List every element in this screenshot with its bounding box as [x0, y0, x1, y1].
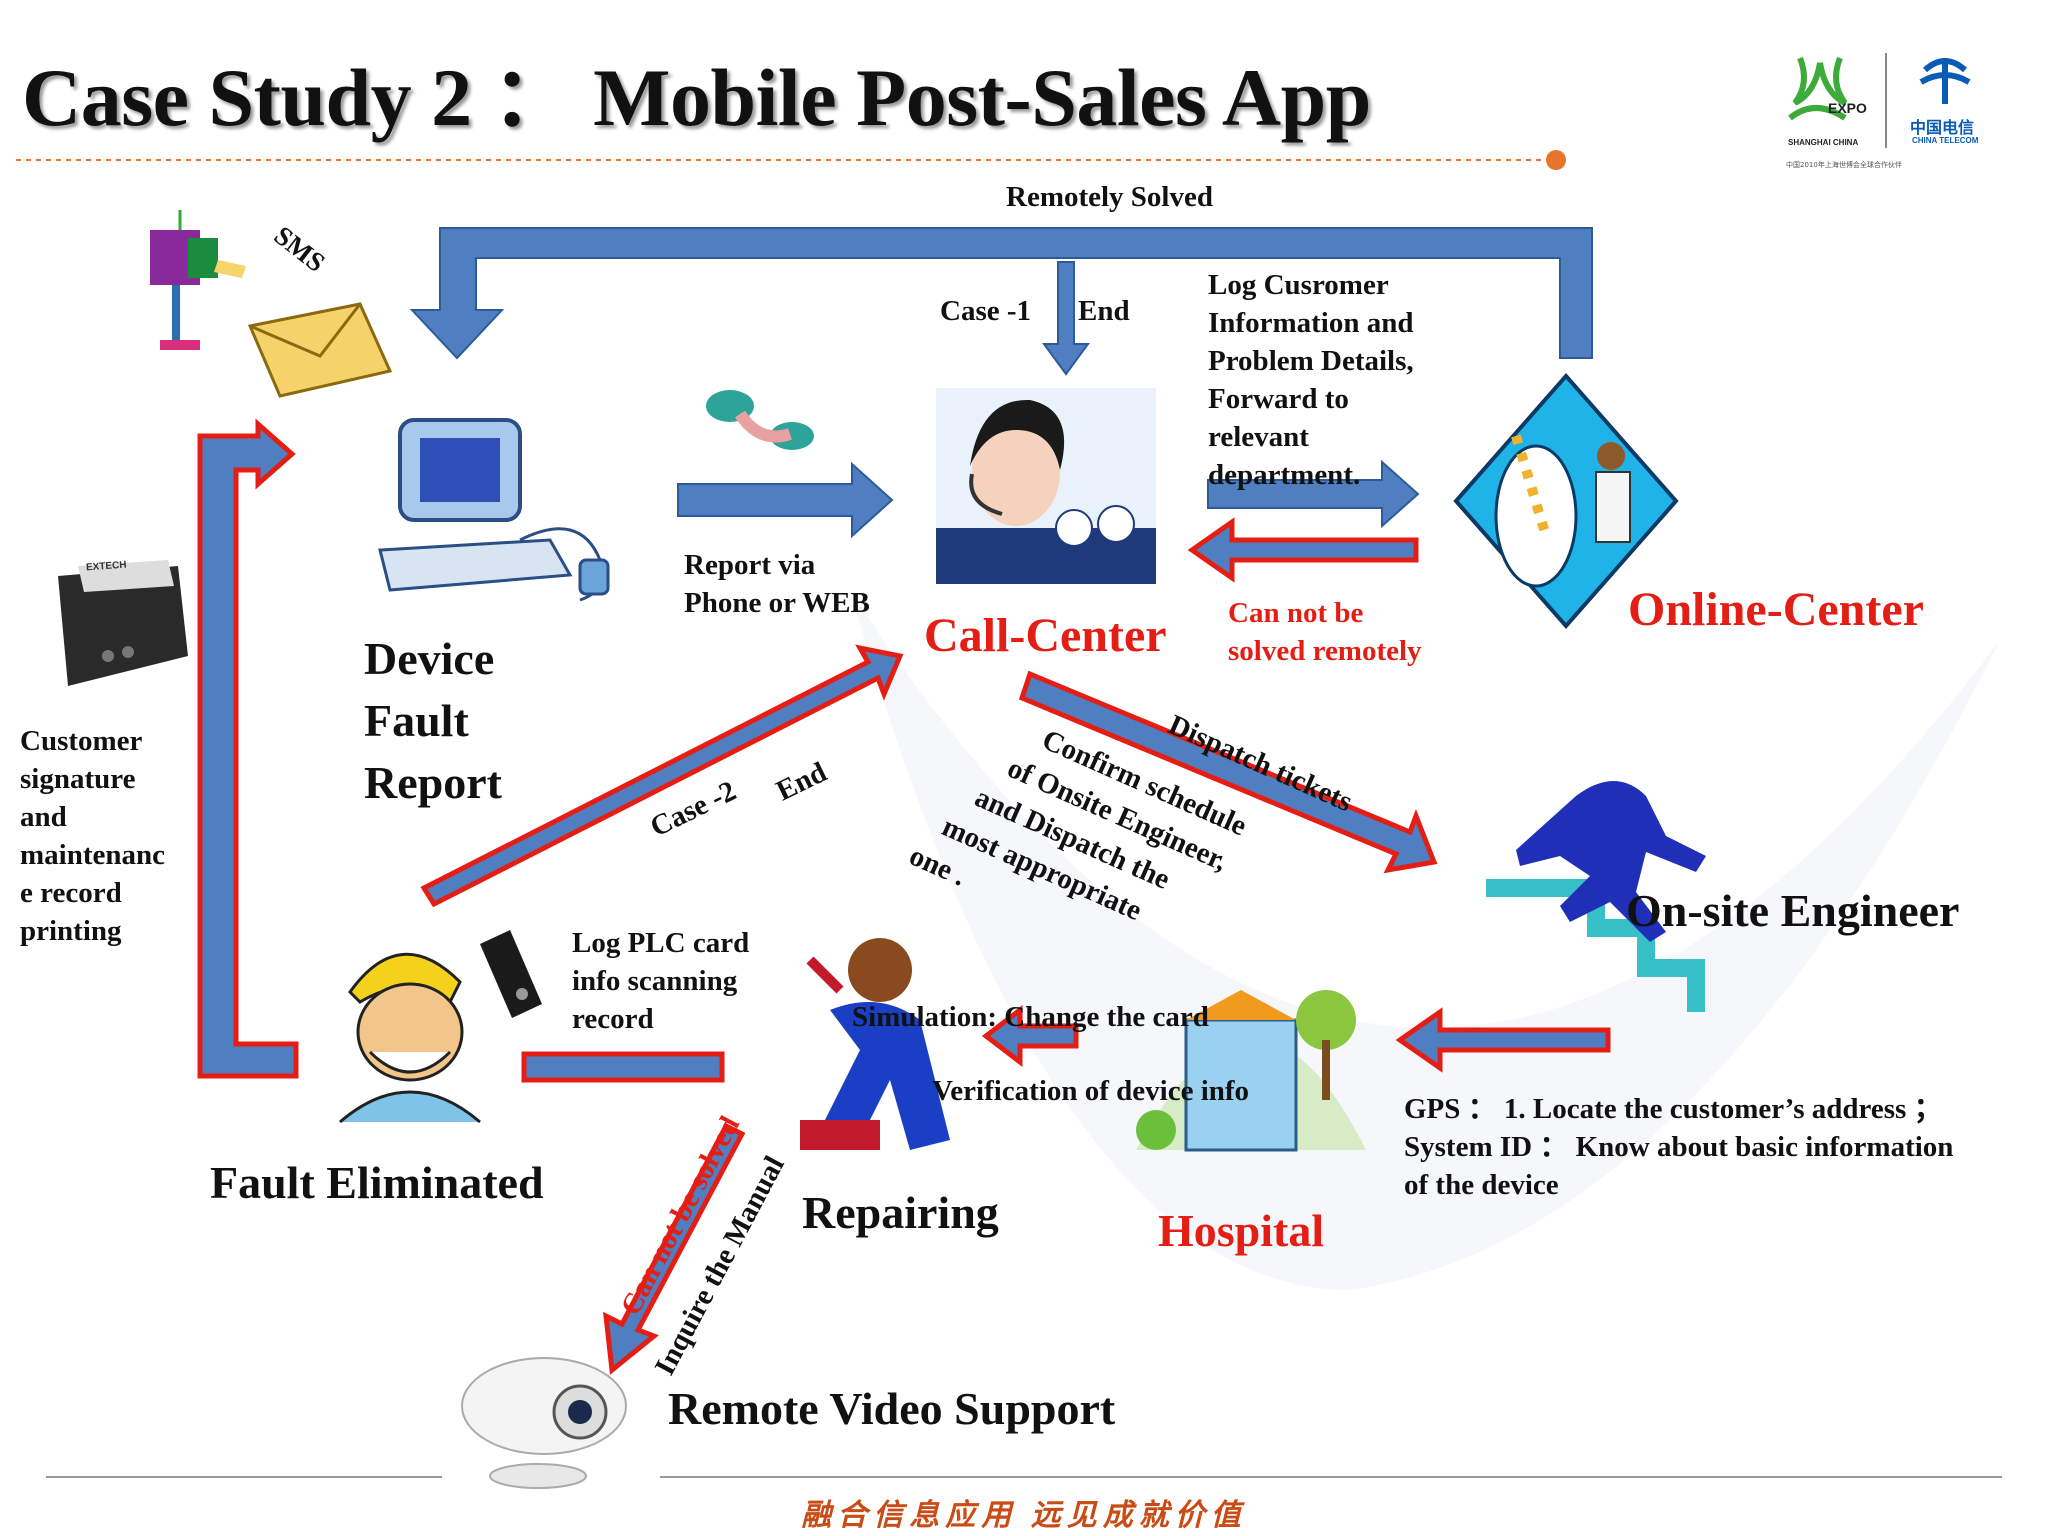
remote-video-label: Remote Video Support — [668, 1383, 1116, 1434]
case1-label: Case -1 — [940, 295, 1032, 327]
happy-man-icon — [339, 952, 481, 1124]
printer-icon — [58, 560, 188, 686]
hospital-to-repair-arrow — [981, 1004, 1079, 1068]
dispatch-arrow — [1018, 670, 1438, 874]
case1-end-label: End — [1078, 295, 1130, 327]
remotely-solved-arrow — [409, 227, 1593, 360]
webcam-icon — [461, 1357, 627, 1489]
page-title: Case Study 2 ： Mobile Post-Sales App — [22, 52, 1371, 143]
repairman-icon — [800, 938, 950, 1150]
gps-info-label: GPS ： 1. Locate the customer’s address ；… — [1404, 1093, 1954, 1201]
fault-eliminated-label: Fault Eliminated — [210, 1157, 544, 1208]
case2-arrow — [420, 644, 904, 908]
online-center-label: Online-Center — [1628, 583, 1924, 636]
verification-label: Verification of device info — [932, 1075, 1250, 1107]
simulation-label: Simulation: Change the card — [852, 1001, 1209, 1033]
onsite-engineer-label: On-site Engineer — [1626, 885, 1960, 936]
telecom-en: CHINA TELECOM — [1912, 136, 1979, 145]
telecom-cn: 中国电信 — [1910, 118, 1975, 137]
sponsor-logos: EXPO SHANGHAI CHINA 中国电信 CHINA TELECOM 中… — [1770, 48, 2000, 178]
cannot-remote-arrow — [1187, 517, 1419, 583]
mailbox-icon — [150, 210, 246, 350]
report-arrow — [677, 461, 894, 539]
expo-subtext: SHANGHAI CHINA — [1788, 138, 1859, 147]
footer-line-left — [46, 1476, 442, 1478]
expo-logo — [1788, 56, 1848, 121]
computer-icon — [378, 418, 610, 602]
china-telecom-icon — [1919, 58, 1971, 104]
forward-arrow — [1207, 459, 1420, 529]
repairing-label: Repairing — [802, 1187, 999, 1238]
remote-video-arrow — [603, 1122, 746, 1375]
return-to-device-arrow — [197, 418, 299, 1079]
hospital-label: Hospital — [1158, 1205, 1325, 1256]
footer-line-right — [660, 1476, 2002, 1478]
call-center-label: Call-Center — [924, 609, 1167, 662]
online-center-icon — [1453, 372, 1679, 630]
repair-to-fault-arrow — [521, 1051, 725, 1083]
remotely-solved-label: Remotely Solved — [1006, 181, 1213, 213]
card-scanner-icon — [480, 930, 542, 1018]
footer-slogan: 融合信息应用 远见成就价值 — [801, 1499, 1247, 1532]
envelope-icon — [247, 302, 393, 398]
background-watermark — [850, 590, 2000, 1290]
telephone-icon — [706, 390, 814, 450]
title-divider — [16, 150, 1566, 170]
call-center-operator-photo — [936, 388, 1156, 584]
logo-tagline: 中国2010年上海世博会全球合作伙伴 — [1786, 161, 1902, 169]
expo-text: EXPO — [1828, 100, 1867, 116]
hospital-icon — [1136, 990, 1366, 1152]
onsite-engineer-icon — [1486, 781, 1706, 1012]
case1-arrow — [1042, 261, 1090, 376]
engineer-to-hospital-arrow — [1395, 1007, 1611, 1073]
